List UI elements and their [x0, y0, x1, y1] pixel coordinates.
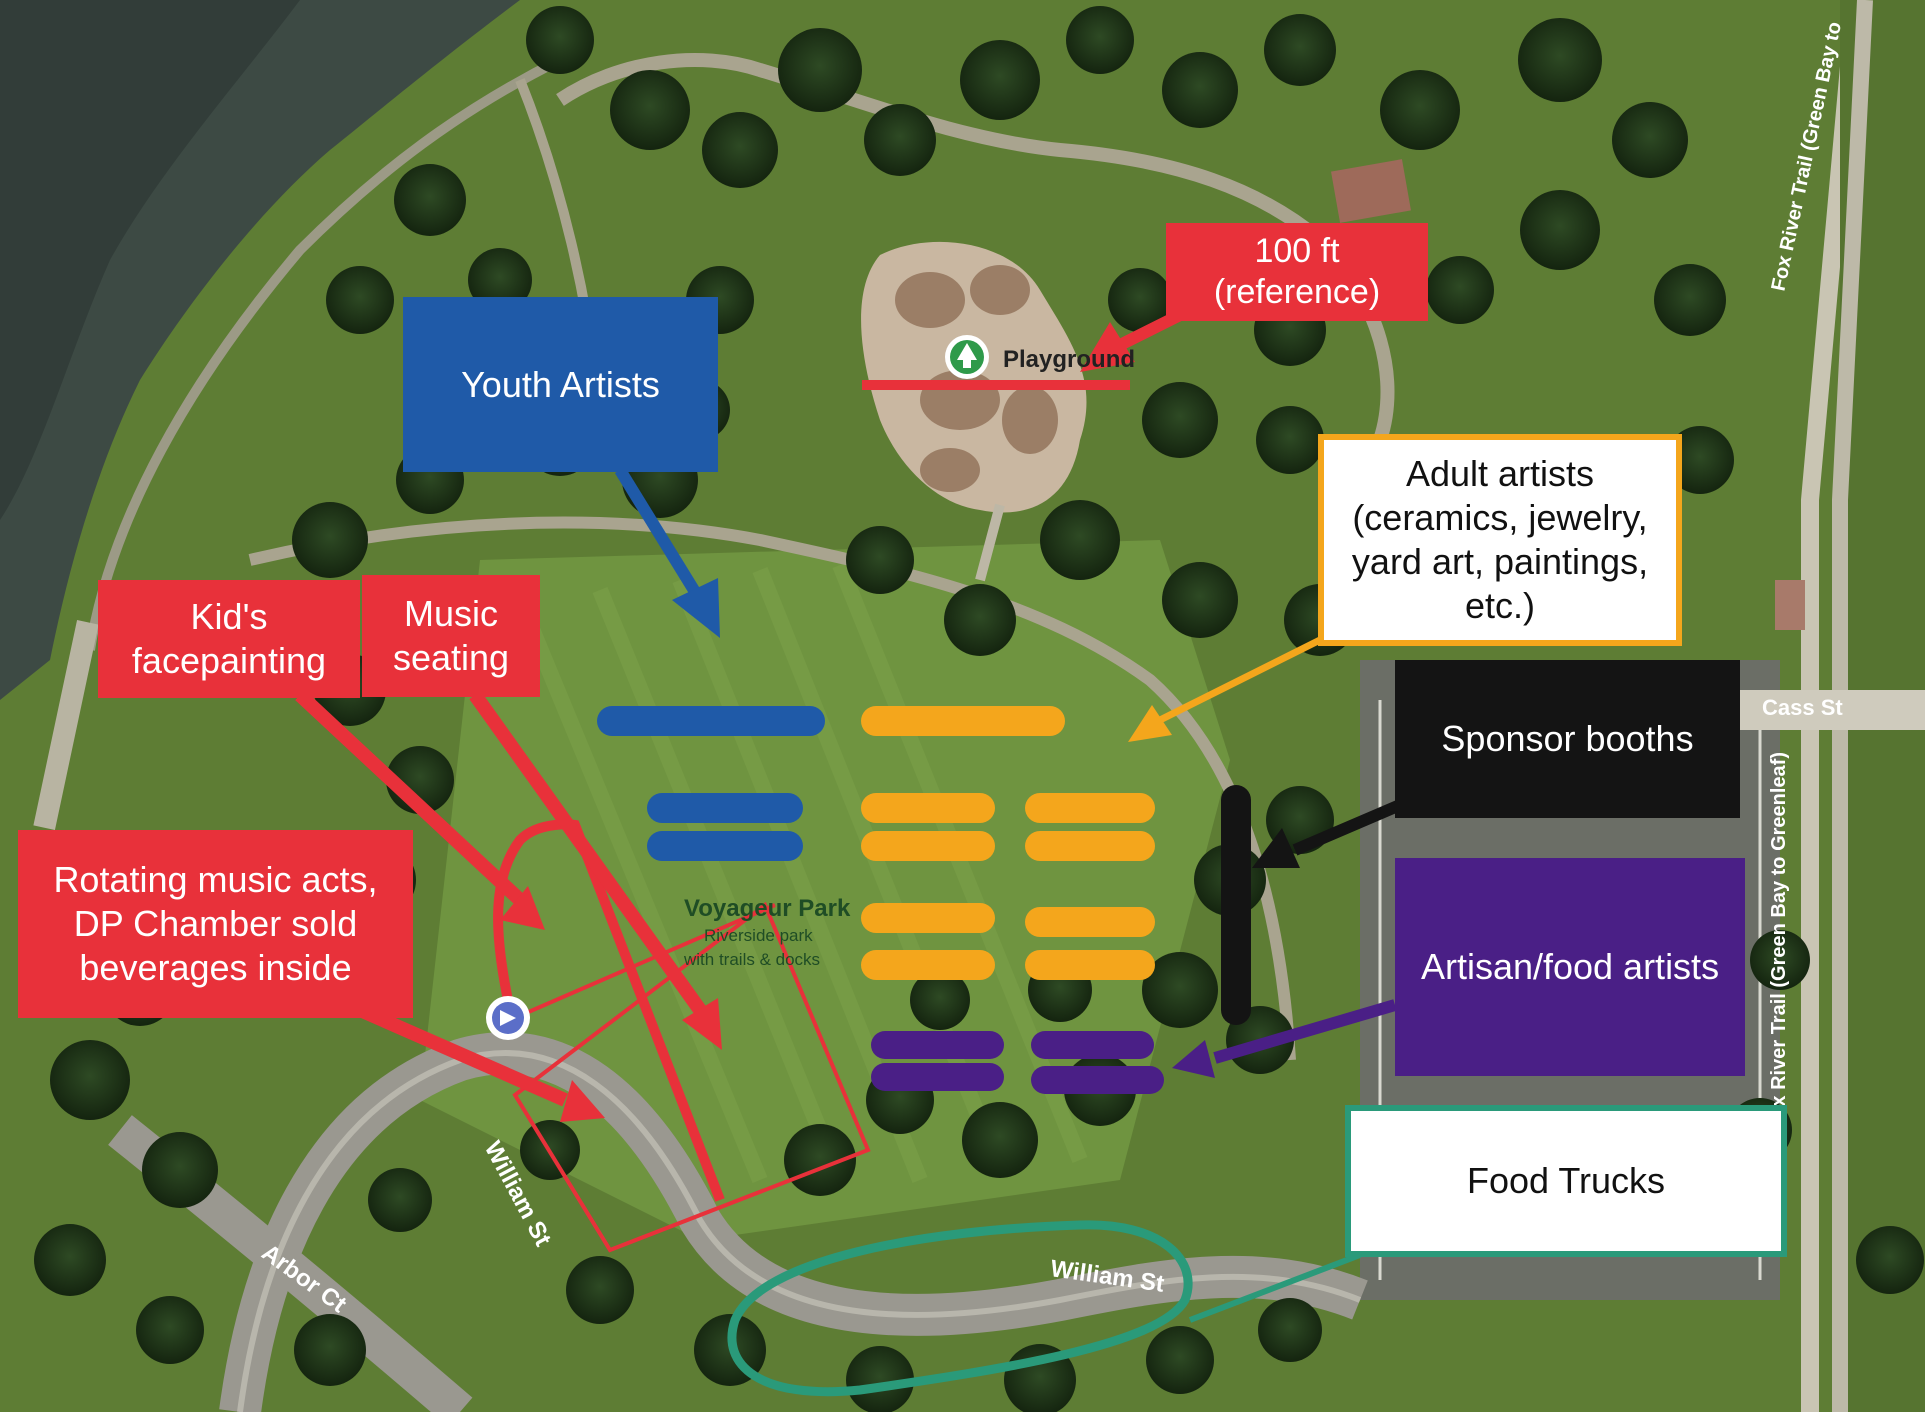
- trail-label-bottom: Fox River Trail (Green Bay to Greenleaf): [1768, 751, 1791, 1132]
- shelter-building: [1331, 159, 1411, 223]
- youth-artists-label: Youth Artists: [403, 297, 718, 472]
- kids-facepainting-label: Kid's facepainting: [98, 580, 360, 698]
- facepainting-arrow: [295, 689, 545, 930]
- cass-st-label: Cass St: [1762, 695, 1843, 720]
- park-desc-line-1: Riverside park: [704, 926, 813, 945]
- tree-icon: [945, 335, 989, 379]
- artisan-food-booths: [871, 1031, 1164, 1094]
- adult-artists-arrow: [1128, 631, 1332, 742]
- music-seating-area: [512, 901, 871, 1253]
- rotating-music-arrow: [357, 1003, 605, 1122]
- artisan-food-arrow: [1172, 999, 1397, 1078]
- adult-artist-booths: [861, 706, 1155, 980]
- music-seating-label: Music seating: [362, 575, 540, 697]
- music-venue-icon: [486, 996, 530, 1040]
- youth-artist-booths: [597, 706, 825, 861]
- adult-artists-label: Adult artists (ceramics, jewelry, yard a…: [1318, 434, 1682, 646]
- park-name-label: Voyageur Park: [684, 895, 851, 922]
- artisan-food-label: Artisan/food artists: [1395, 858, 1745, 1076]
- youth-artists-arrow: [614, 466, 720, 638]
- food-trucks-label: Food Trucks: [1345, 1105, 1787, 1257]
- dock: [33, 620, 99, 830]
- reference-label: 100 ft (reference): [1166, 223, 1428, 321]
- shore-trail: [85, 55, 563, 651]
- cass-street: [1740, 690, 1925, 730]
- food-trucks-pointer: [1188, 1252, 1362, 1323]
- music-seating-arrow: [469, 690, 722, 1050]
- rotating-music-label: Rotating music acts, DP Chamber sold bev…: [18, 830, 413, 1018]
- sponsor-booths-arrow: [1252, 799, 1403, 868]
- park-desc-line-2: with trails & docks: [684, 950, 821, 969]
- food-trucks-outline: [727, 1220, 1193, 1397]
- playground-map-label: Playground: [1003, 346, 1136, 373]
- sponsor-booths-label: Sponsor booths: [1395, 660, 1740, 818]
- playground-path: [975, 503, 1005, 582]
